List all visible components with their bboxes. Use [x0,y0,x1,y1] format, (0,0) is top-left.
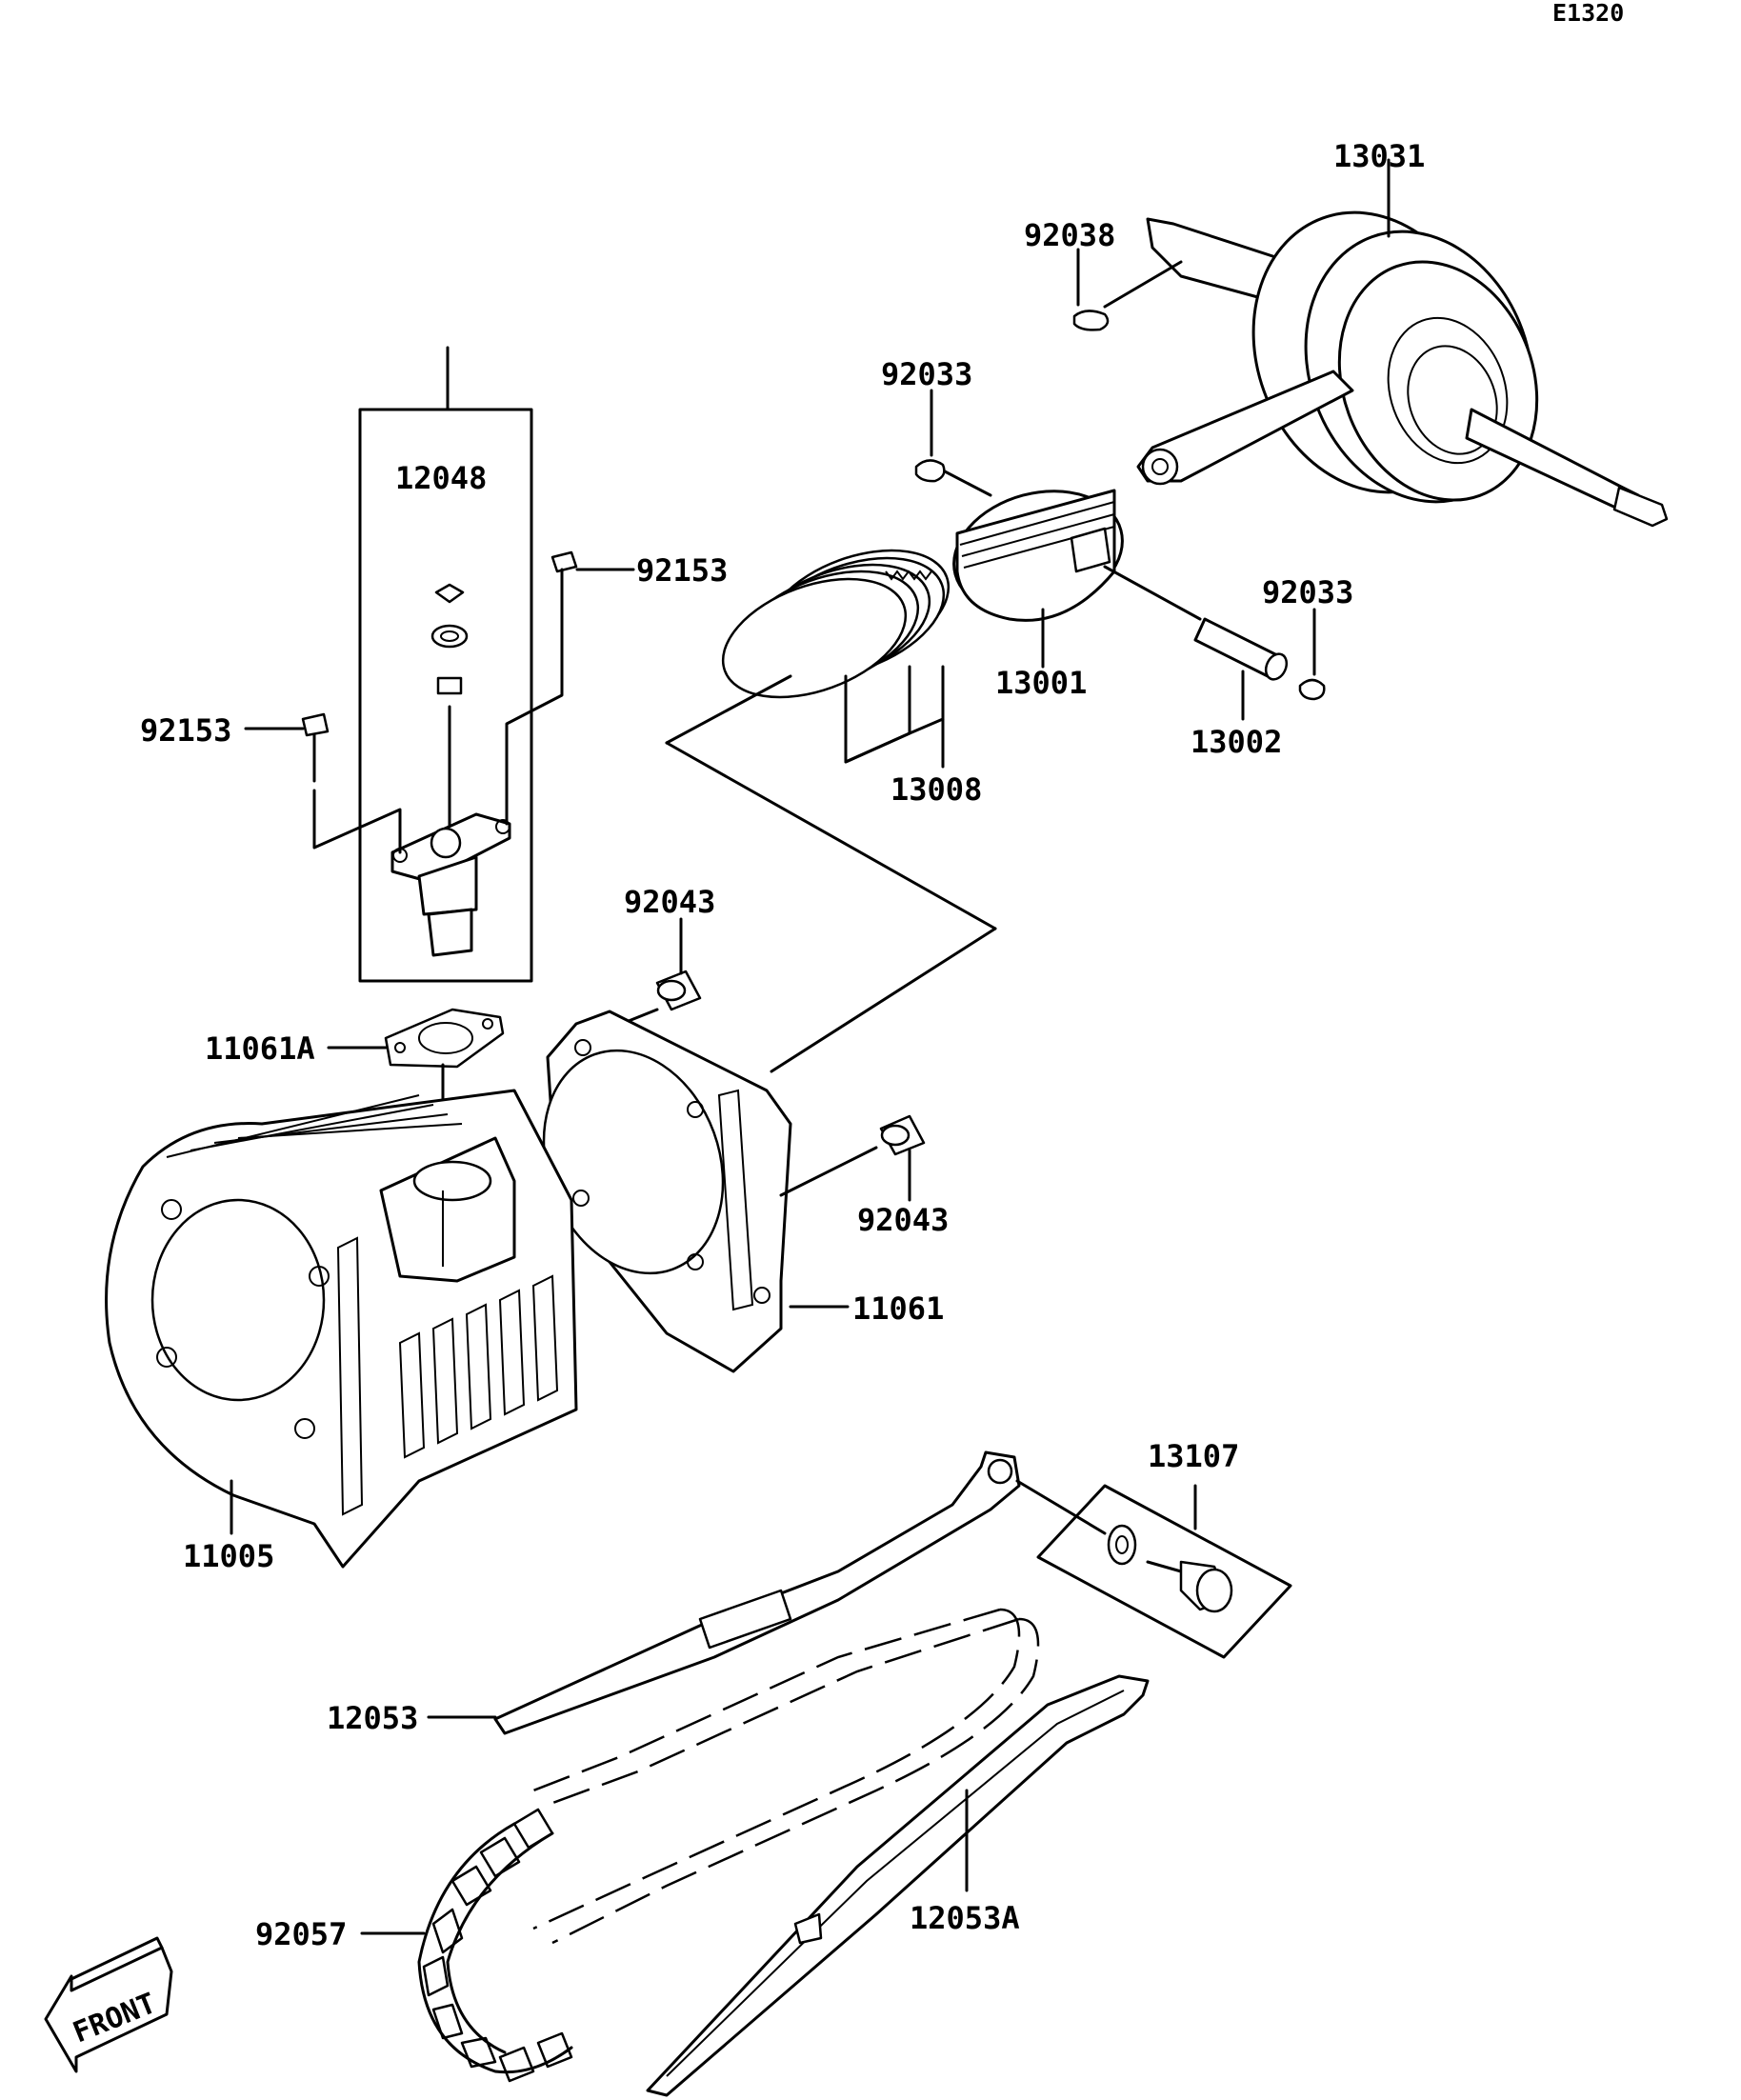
cylinder-11005 [105,1089,578,1569]
label-13008: 13008 [891,771,982,808]
chain-tensioner-guide-12053 [493,1450,1021,1735]
clip-92033-right [1298,678,1326,701]
label-12053: 12053 [327,1700,418,1736]
label-12053a: 12053A [910,1900,1020,1936]
label-11005: 11005 [183,1538,274,1574]
label-92153-right: 92153 [636,552,728,589]
label-92043-bottom: 92043 [857,1202,949,1238]
label-11061a: 11061A [205,1030,315,1067]
piston-rings-13008 [721,549,951,699]
label-92033-top: 92033 [881,356,972,392]
label-13107: 13107 [1148,1438,1239,1474]
label-92043-top: 92043 [624,884,715,920]
piston-pin-13002 [1193,617,1289,681]
gasket-11061a [384,1008,505,1069]
chain-guide-12053a [646,1674,1150,2097]
label-92033-right: 92033 [1262,574,1353,610]
diagram-code: E1320 [1552,0,1624,27]
cam-chain-92057 [417,1608,1040,2083]
piston-13001 [952,489,1124,622]
crankshaft-13031 [1136,210,1669,528]
cam-chain-tensioner-12048 [358,346,533,983]
bolt-92153-left [301,712,330,783]
label-92057: 92057 [255,1916,347,1952]
label-12048: 12048 [395,460,487,496]
bolt-92153-right [550,550,578,626]
front-direction-arrow: FRONT [44,1936,173,2073]
guide-bolt-assembly-13107 [1036,1484,1292,1659]
label-92038: 92038 [1024,217,1115,253]
label-92153-left: 92153 [140,712,231,749]
label-13002: 13002 [1191,724,1282,760]
label-13031: 13031 [1333,138,1425,174]
label-11061: 11061 [852,1290,944,1327]
label-13001: 13001 [995,665,1087,701]
key-92038 [1072,310,1110,331]
dowel-92043-bottom [879,1114,926,1156]
clip-92033-top [914,459,946,483]
dowel-92043-top [655,970,702,1011]
